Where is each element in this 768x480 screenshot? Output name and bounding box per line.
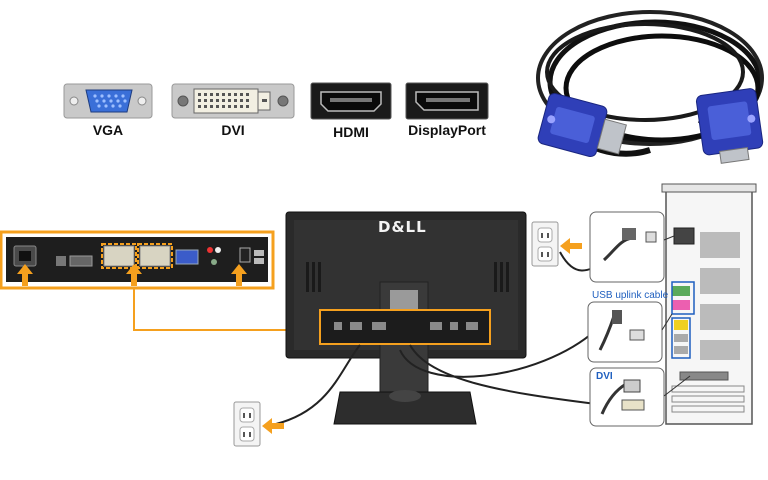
dvi-cable-line (409, 344, 597, 405)
usb-callout-box (587, 301, 673, 363)
power-cable-line (275, 344, 361, 425)
monitor-brand-logo: D&LL (378, 218, 427, 236)
wall-outlet-top-icon (531, 221, 559, 267)
outlet-top-arrow-icon (560, 238, 582, 254)
monitor-image (285, 211, 527, 425)
power-callout-box (589, 211, 675, 283)
usb-port-arrow-icon (231, 264, 247, 286)
dvi-port-arrow-icon (126, 264, 142, 286)
power-port-arrow-icon (17, 264, 33, 286)
dvi-caption: DVI (596, 371, 613, 382)
hdmi-port-icon (310, 82, 392, 120)
dvi-label: DVI (221, 122, 245, 138)
hdmi-label: HDMI (333, 124, 369, 140)
displayport-label: DisplayPort (408, 122, 486, 138)
vga-label: VGA (92, 122, 124, 138)
callout-leader-line (133, 288, 320, 331)
dvi-port-icon (171, 83, 295, 119)
usb-uplink-caption: USB uplink cable (592, 290, 669, 301)
dvi-callout-box (589, 367, 691, 427)
wall-outlet-bottom-icon (233, 401, 261, 447)
pc-tower-image (661, 183, 757, 425)
outlet-bottom-arrow-icon (262, 418, 284, 434)
vga-cable-image (536, 10, 764, 164)
vga-port-icon (63, 83, 153, 119)
usb-cable-line (399, 329, 597, 378)
displayport-port-icon (405, 82, 489, 120)
